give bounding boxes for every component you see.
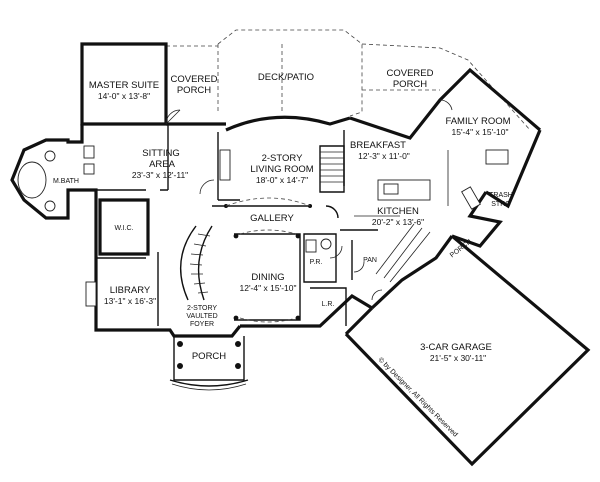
room-name-kitchen: KITCHEN (377, 206, 419, 217)
room-dims-family-room: 15'-4" x 15'-10" (451, 127, 508, 137)
door-swings (165, 99, 453, 301)
room-name-porch-front: PORCH (192, 351, 226, 362)
room-name-library: LIBRARY (110, 285, 151, 296)
room-name-deck-patio: DECK/PATIO (258, 72, 314, 83)
room-name-foyer-1: 2-STORY (187, 305, 217, 312)
room-name-trash-2: STRG (491, 201, 510, 208)
room-name-covered-porch-right-1: COVERED (387, 68, 434, 79)
room-name-gallery: GALLERY (250, 213, 294, 224)
room-name-lr: L.R. (322, 301, 335, 308)
room-dims-master-suite: 14'-0" x 13'-8" (98, 91, 150, 101)
exterior-walls (10, 42, 591, 467)
room-dims-living-room: 18'-0" x 14'-7" (256, 175, 308, 185)
room-name-sitting-area-2: AREA (149, 159, 176, 170)
room-name-breakfast: BREAKFAST (350, 140, 406, 151)
interior-walls (96, 124, 378, 326)
room-name-foyer-2: VAULTED (186, 313, 217, 320)
room-name-living-room-1: 2-STORY (262, 153, 303, 164)
room-name-trash-1: TRASH (489, 192, 513, 199)
room-name-sitting-area-1: SITTING (142, 148, 179, 159)
room-name-garage: 3-CAR GARAGE (420, 342, 492, 353)
columns (224, 197, 312, 323)
copyright-notice: © by Designer, All Rights Reserved (377, 356, 460, 439)
room-dims-dining: 12'-4" x 15'-10" (239, 283, 296, 293)
room-dims-library: 13'-1" x 16'-3" (104, 296, 156, 306)
room-name-covered-porch-left-2: PORCH (177, 85, 211, 96)
room-labels: MASTER SUITE 14'-0" x 13'-8" COVERED POR… (53, 68, 513, 363)
room-name-covered-porch-left-1: COVERED (171, 74, 218, 85)
bath-fixtures (17, 145, 332, 253)
room-name-pr: P.R. (310, 259, 323, 266)
kitchen-fixtures (354, 149, 509, 283)
room-name-covered-porch-right-2: PORCH (393, 79, 427, 90)
room-dims-sitting-area: 23'-3" x 12'-11" (132, 170, 188, 180)
room-dims-garage: 21'-5" x 30'-11" (430, 353, 486, 363)
bathtub (17, 161, 47, 199)
front-porch (169, 336, 249, 391)
room-name-master-suite: MASTER SUITE (89, 80, 159, 91)
room-name-m-bath: M.BATH (53, 178, 79, 185)
room-dims-kitchen: 20'-2" x 13'-6" (372, 217, 424, 227)
room-name-family-room: FAMILY ROOM (445, 116, 510, 127)
fireplaces (85, 149, 481, 307)
deck-outline (165, 29, 531, 131)
room-name-pan: PAN (363, 257, 377, 264)
room-name-dining: DINING (251, 272, 284, 283)
room-name-living-room-2: LIVING ROOM (250, 164, 313, 175)
stairs (179, 145, 345, 301)
room-dims-breakfast: 12'-3" x 11'-0" (358, 151, 410, 161)
room-name-foyer-3: FOYER (190, 321, 214, 328)
room-name-wic: W.I.C. (114, 225, 133, 232)
